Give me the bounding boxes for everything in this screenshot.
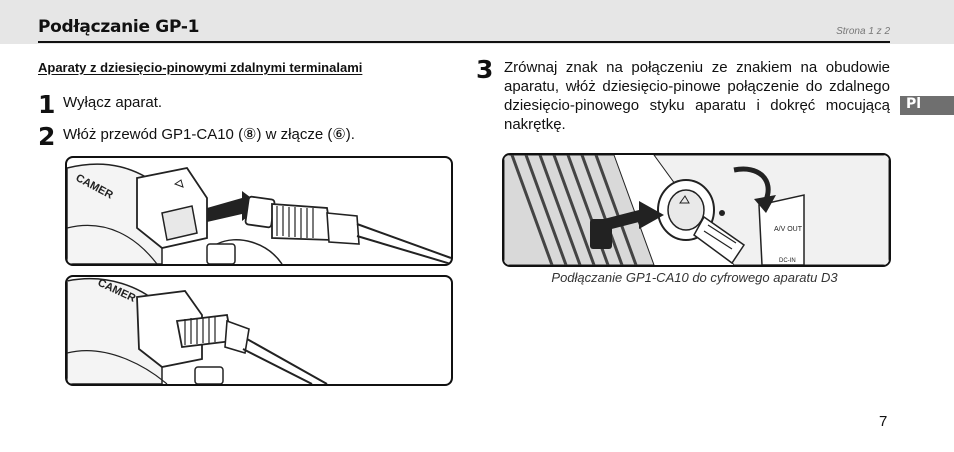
step-number: 3 — [476, 55, 494, 84]
header-band — [0, 0, 954, 44]
step-1: 1 Wyłącz aparat. — [38, 90, 163, 119]
step-number: 1 — [38, 90, 56, 119]
figure-d3-connection: A/V OUT DC-IN — [502, 153, 891, 267]
figure-insert-cable: CAMER — [65, 156, 453, 266]
figure-cable-connected: CAMER — [65, 275, 453, 386]
step-number: 2 — [38, 122, 56, 151]
language-tab — [900, 96, 954, 115]
step-text: Zrównaj znak na połączeniu ze znakiem na… — [504, 59, 890, 133]
figure-caption: Podłączanie GP1-CA10 do cyfrowego aparat… — [551, 270, 838, 285]
illustration-insert-cable: CAMER — [67, 163, 451, 264]
page-number: 7 — [879, 413, 888, 430]
language-tab-label: Pl — [906, 96, 922, 112]
step-3: 3 Zrównaj znak na połączeniu ze znakiem … — [476, 55, 890, 134]
step-2: 2 Włóż przewód GP1-CA10 (⑧) w złącze (⑥)… — [38, 122, 355, 151]
page-title: Podłączanie GP-1 — [38, 17, 200, 37]
section-heading: Aparaty z dziesięcio-pinowymi zdalnymi t… — [38, 60, 363, 75]
illustration-cable-connected: CAMER — [67, 277, 328, 384]
dc-in-label: DC-IN — [779, 258, 796, 264]
av-out-label: A/V OUT — [774, 226, 803, 233]
page-indicator: Strona 1 z 2 — [836, 26, 890, 37]
header-rule — [38, 41, 890, 43]
step-text: Wyłącz aparat. — [63, 94, 163, 111]
step-text: Włóż przewód GP1-CA10 (⑧) w złącze (⑥). — [63, 126, 355, 143]
illustration-d3-connection: A/V OUT DC-IN — [504, 155, 889, 265]
